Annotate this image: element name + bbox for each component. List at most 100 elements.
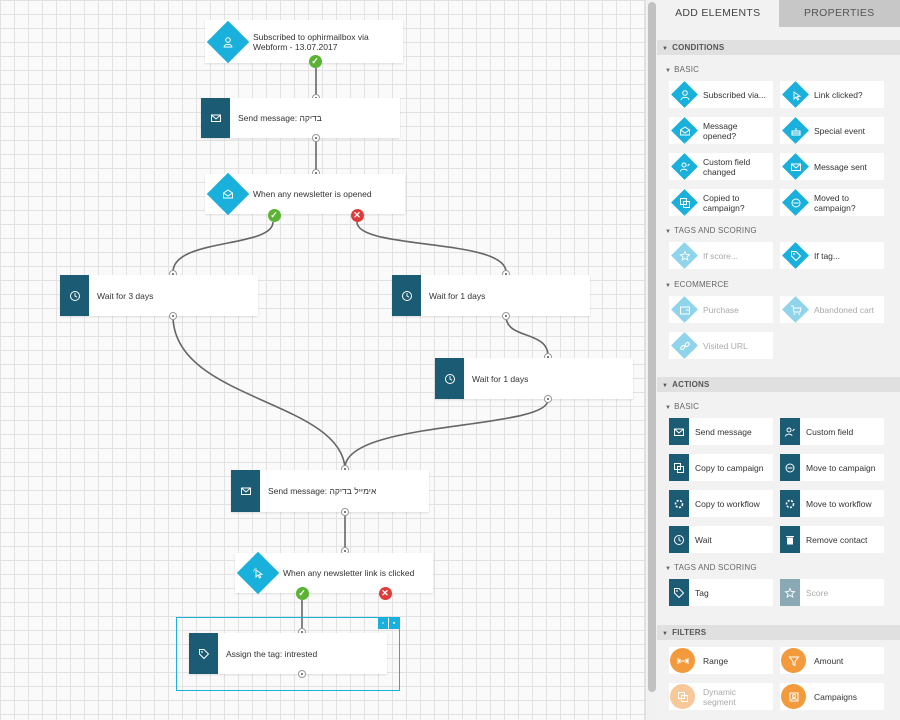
element-campaigns[interactable]: Campaigns: [780, 683, 884, 710]
section-actions[interactable]: ▼ACTIONS: [657, 377, 900, 392]
selection-frame[interactable]: ▫ ▪: [176, 617, 400, 691]
element-label: Custom field: [806, 426, 854, 437]
node-label: Send message: אימייל בדיקה: [268, 486, 377, 496]
range-icon: [670, 648, 695, 673]
node-label: Wait for 3 days: [97, 290, 154, 301]
move-icon: [780, 454, 800, 481]
output-port[interactable]: [169, 312, 177, 320]
element-label: Message sent: [814, 161, 867, 172]
element-message-opened[interactable]: Message opened?: [669, 117, 773, 144]
element-label: Copy to campaign: [695, 462, 764, 473]
element-label: Range: [703, 655, 729, 666]
node-wait-1-days-a[interactable]: Wait for 1 days: [392, 275, 590, 316]
element-if-score[interactable]: If score...: [669, 242, 773, 269]
tab-add-elements[interactable]: ADD ELEMENTS: [657, 0, 779, 27]
element-copied-to-campaign[interactable]: Copied to campaign?: [669, 189, 773, 216]
output-port[interactable]: [341, 508, 349, 516]
link-icon: [672, 333, 697, 358]
no-badge: ✕: [350, 208, 364, 222]
user-edit-icon: [780, 418, 800, 445]
trash-icon[interactable]: ▪: [389, 618, 399, 629]
output-port[interactable]: [312, 134, 320, 142]
output-port[interactable]: [502, 312, 510, 320]
caret-icon: ▼: [665, 229, 672, 235]
canvas-scrollbar[interactable]: [645, 0, 657, 720]
connection-wires: [172, 68, 549, 632]
element-dynamic-segment[interactable]: Dynamic segment: [669, 683, 773, 710]
node-label: Wait for 1 days: [472, 373, 529, 384]
elements-panel: ADD ELEMENTS PROPERTIES ▼CONDITIONS ▼BAS…: [657, 0, 900, 720]
element-move-to-workflow[interactable]: Move to workflow: [780, 490, 884, 517]
element-move-to-campaign[interactable]: Move to campaign: [780, 454, 884, 481]
element-range[interactable]: Range: [669, 647, 773, 674]
caret-icon: ▼: [662, 383, 669, 389]
element-label: Message opened?: [703, 120, 738, 141]
element-message-sent[interactable]: Message sent: [780, 153, 884, 180]
node-wait-3-days[interactable]: Wait for 3 days: [60, 275, 258, 316]
element-purchase[interactable]: Purchase: [669, 296, 773, 323]
section-title: CONDITIONS: [672, 43, 725, 52]
move-icon: [783, 190, 808, 215]
element-label: Custom field changed: [703, 156, 751, 177]
subsection-tags-scoring[interactable]: ▼TAGS AND SCORING: [657, 225, 757, 238]
duplicate-icon[interactable]: ▫: [378, 618, 388, 629]
element-abandoned-cart[interactable]: Abandoned cart: [780, 296, 884, 323]
element-label: Campaigns: [814, 691, 857, 702]
element-amount[interactable]: Amount: [780, 647, 884, 674]
node-subscribed[interactable]: Subscribed to ophirmailbox via Webform -…: [205, 20, 403, 63]
output-port[interactable]: [298, 670, 306, 678]
node-label: Subscribed to ophirmailbox via Webform -…: [253, 31, 369, 52]
envelope-icon: [783, 154, 808, 179]
element-label: Copy to workflow: [695, 498, 760, 509]
element-label: Dynamic segment: [703, 686, 737, 707]
envelope-icon: [669, 418, 689, 445]
cursor-click-icon: [783, 82, 808, 107]
tab-properties[interactable]: PROPERTIES: [778, 0, 900, 27]
node-send-message-1[interactable]: Send message: בדיקה: [201, 98, 400, 138]
element-tag[interactable]: Tag: [669, 579, 773, 606]
element-copy-to-campaign[interactable]: Copy to campaign: [669, 454, 773, 481]
subsection-title: ECOMMERCE: [674, 280, 729, 289]
subsection-title: TAGS AND SCORING: [674, 226, 757, 235]
node-link-clicked[interactable]: When any newsletter link is clicked: [235, 551, 433, 595]
subsection-basic[interactable]: ▼BASIC: [657, 401, 699, 414]
element-score[interactable]: Score: [780, 579, 884, 606]
node-send-message-2[interactable]: Send message: אימייל בדיקה: [231, 470, 429, 512]
element-label: Amount: [814, 655, 844, 666]
funnel-icon: [781, 648, 806, 673]
element-send-message[interactable]: Send message: [669, 418, 773, 445]
section-conditions[interactable]: ▼CONDITIONS: [657, 40, 900, 55]
element-label: Wait: [695, 534, 712, 545]
subsection-basic[interactable]: ▼BASIC: [657, 64, 699, 77]
open-envelope-icon: [672, 118, 697, 143]
subsection-title: BASIC: [674, 402, 700, 411]
element-copy-to-workflow[interactable]: Copy to workflow: [669, 490, 773, 517]
workflow-canvas[interactable]: Subscribed to ophirmailbox via Webform -…: [0, 0, 645, 720]
wire: [356, 221, 507, 273]
element-link-clicked[interactable]: Link clicked?: [780, 81, 884, 108]
element-visited-url[interactable]: Visited URL: [669, 332, 773, 359]
tag-icon: [669, 579, 689, 606]
caret-icon: ▼: [662, 46, 669, 52]
node-assign-tag[interactable]: Assign the tag: intrested: [189, 633, 387, 674]
element-custom-field[interactable]: Custom field: [780, 418, 884, 445]
node-wait-1-days-b[interactable]: Wait for 1 days: [435, 358, 633, 399]
no-badge: ✕: [378, 586, 392, 600]
output-port[interactable]: [544, 395, 552, 403]
element-custom-field-changed[interactable]: Custom field changed: [669, 153, 773, 180]
cart-icon: [783, 297, 808, 322]
workflow-copy-icon: [669, 490, 689, 517]
section-filters[interactable]: ▼FILTERS: [657, 625, 900, 640]
element-moved-to-campaign[interactable]: Moved to campaign?: [780, 189, 884, 216]
element-subscribed-via[interactable]: Subscribed via...: [669, 81, 773, 108]
element-remove-contact[interactable]: Remove contact: [780, 526, 884, 553]
subsection-ecommerce[interactable]: ▼ECOMMERCE: [657, 279, 729, 292]
clock-icon: [60, 275, 89, 316]
subsection-tags-scoring[interactable]: ▼TAGS AND SCORING: [657, 562, 757, 575]
element-if-tag[interactable]: If tag...: [780, 242, 884, 269]
element-wait[interactable]: Wait: [669, 526, 773, 553]
scrollbar-thumb[interactable]: [648, 2, 656, 692]
element-special-event[interactable]: Special event: [780, 117, 884, 144]
section-title: FILTERS: [672, 628, 707, 637]
node-newsletter-opened[interactable]: When any newsletter is opened: [205, 172, 405, 216]
